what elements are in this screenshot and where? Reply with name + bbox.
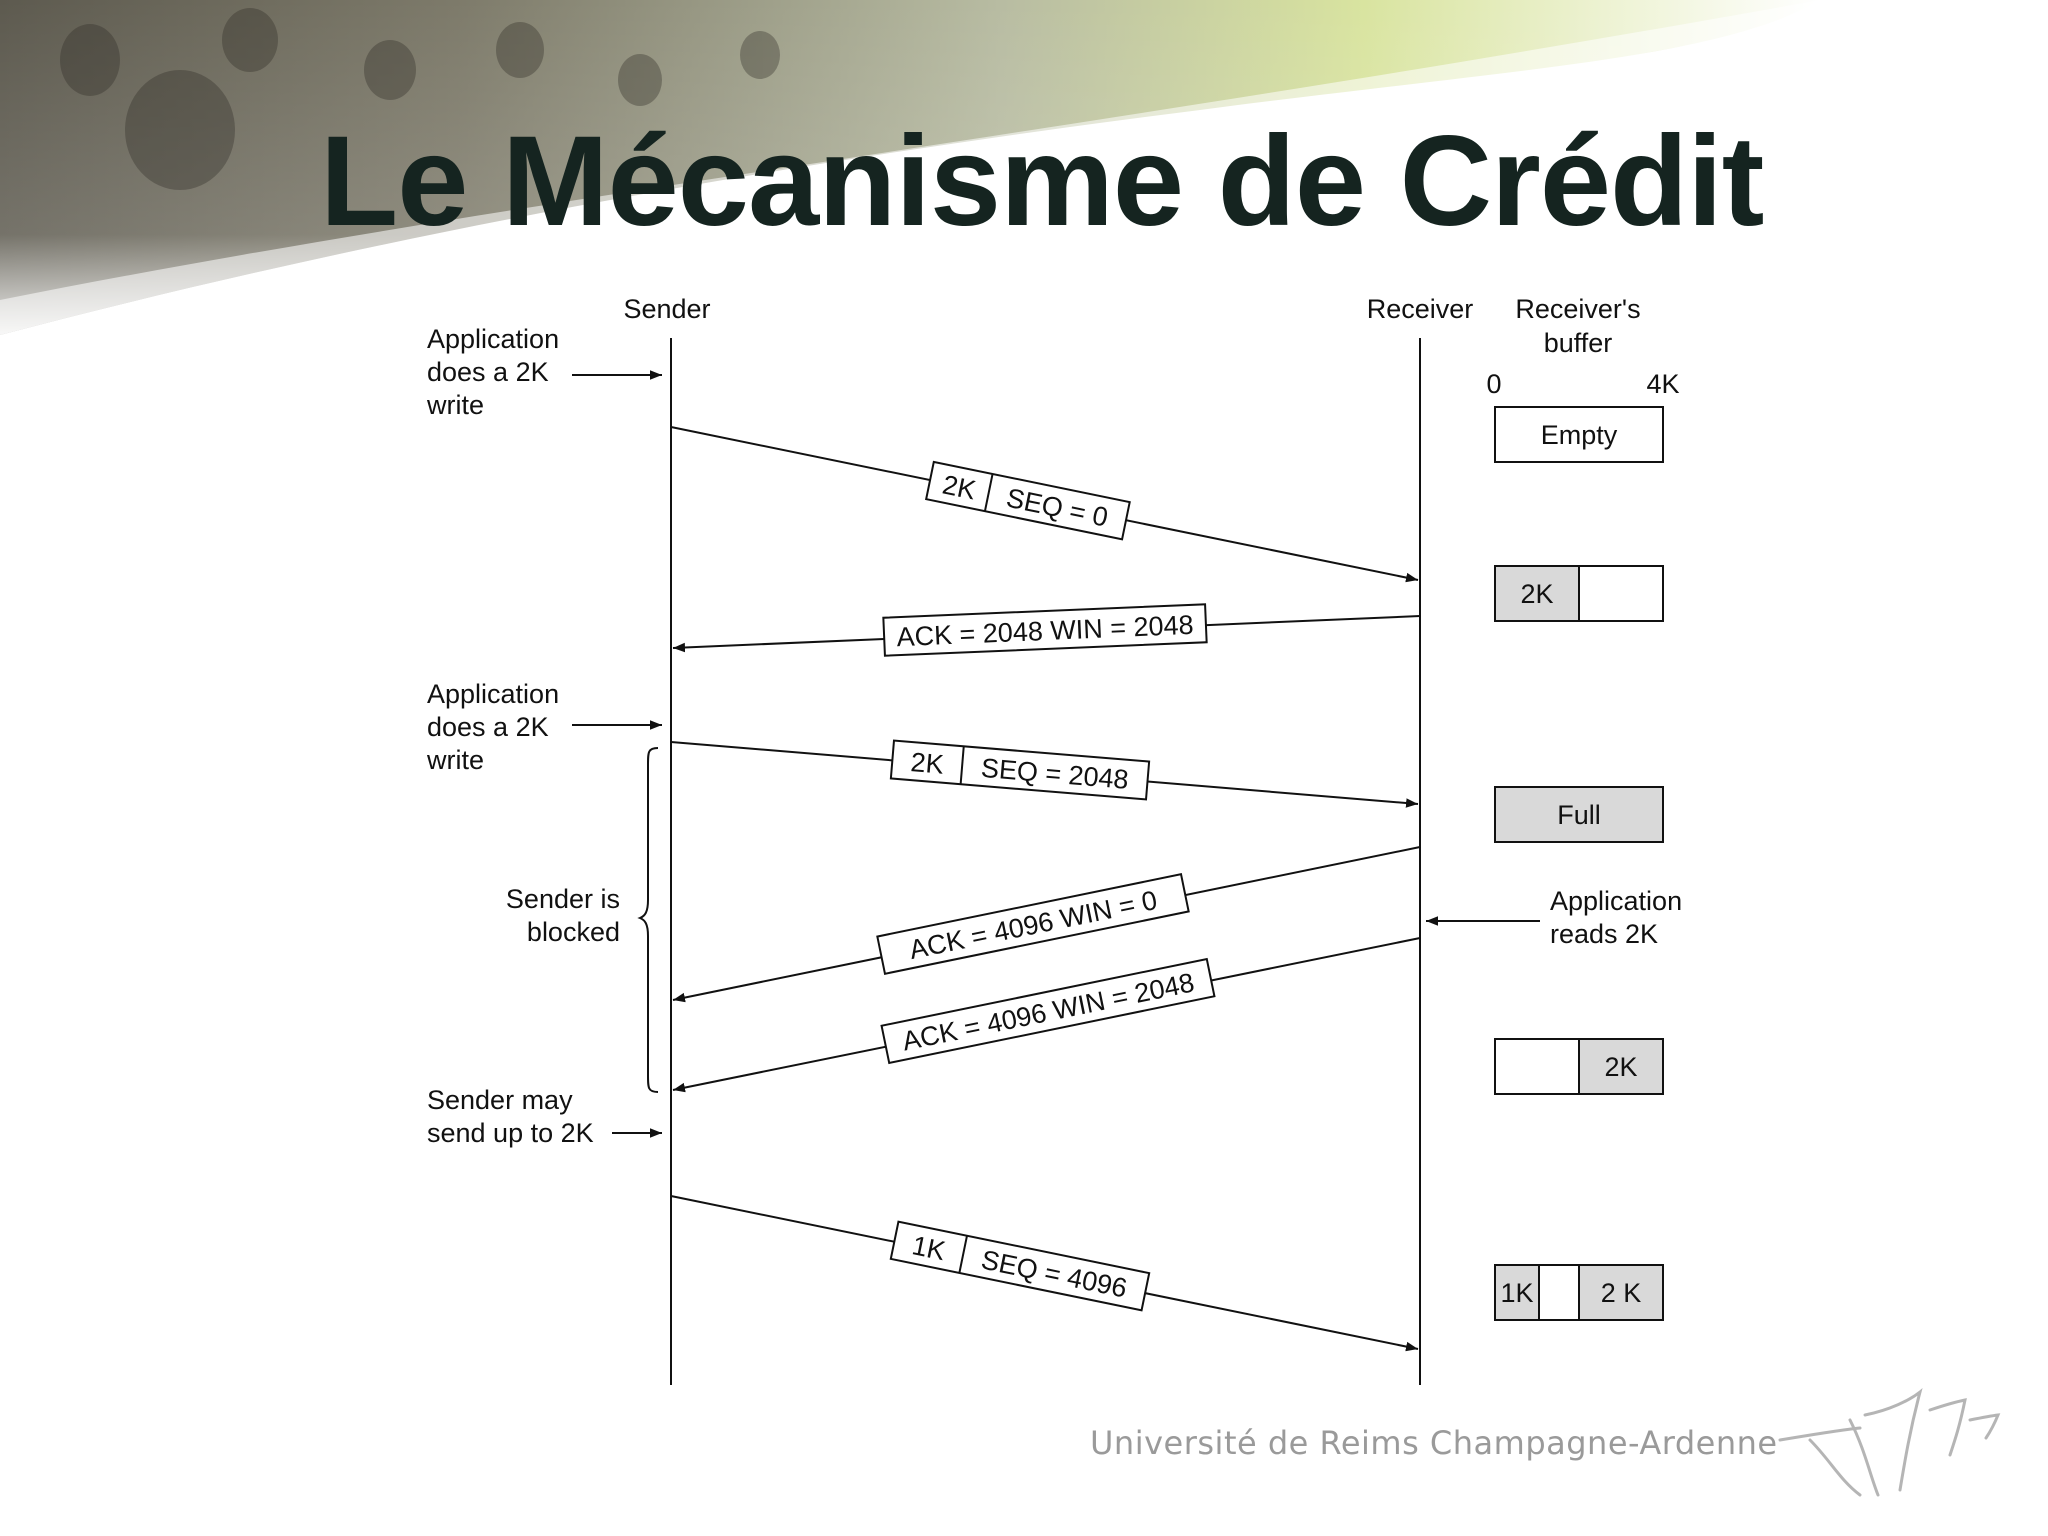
app-write-2-line3: write bbox=[426, 745, 484, 775]
buffer-full-label: Full bbox=[1557, 800, 1601, 830]
sender-blocked-line2: blocked bbox=[527, 917, 620, 947]
app-write-1-line1: Application bbox=[427, 324, 559, 354]
buffer-2k-label: 2K bbox=[1520, 579, 1553, 609]
buffer-final-1k-label: 1K bbox=[1500, 1278, 1533, 1308]
msg5-label: ACK = 4096 WIN = 2048 bbox=[880, 957, 1216, 1065]
msg1-label: 2K SEQ = 0 bbox=[924, 460, 1131, 541]
app-write-1-line3: write bbox=[426, 390, 484, 420]
buffer-scale-min: 0 bbox=[1486, 369, 1501, 399]
app-write-2-line1: Application bbox=[427, 679, 559, 709]
university-logo-icon bbox=[1778, 1387, 2001, 1497]
buffer-final-2k-label: 2 K bbox=[1601, 1278, 1642, 1308]
msg3-label: 2K SEQ = 2048 bbox=[889, 739, 1151, 801]
buffer-state-read: 2K bbox=[1494, 1038, 1664, 1095]
sender-blocked-line1: Sender is bbox=[506, 884, 620, 914]
msg1-size: 2K bbox=[940, 469, 978, 505]
buffer-state-2k: 2K bbox=[1494, 565, 1664, 622]
buffer-header-line2: buffer bbox=[1544, 328, 1613, 358]
receiver-header: Receiver bbox=[1367, 294, 1474, 324]
buffer-scale-max: 4K bbox=[1646, 369, 1679, 399]
msg6-label: 1K SEQ = 4096 bbox=[889, 1220, 1151, 1312]
msg3-size: 2K bbox=[910, 747, 945, 780]
sender-blocked-brace bbox=[637, 747, 659, 1093]
buffer-state-full: Full bbox=[1494, 786, 1664, 843]
buffer-empty-label: Empty bbox=[1541, 420, 1618, 450]
buffer-read-label: 2K bbox=[1604, 1052, 1637, 1082]
msg6-size: 1K bbox=[910, 1230, 948, 1266]
msg2-label: ACK = 2048 WIN = 2048 bbox=[882, 603, 1208, 657]
sender-header: Sender bbox=[623, 294, 710, 324]
msg4-label: ACK = 4096 WIN = 0 bbox=[876, 873, 1190, 975]
app-reads-line1: Application bbox=[1550, 886, 1682, 916]
buffer-state-empty: Empty bbox=[1494, 406, 1664, 463]
app-write-2-line2: does a 2K bbox=[427, 712, 549, 742]
buffer-state-final: 1K 2 K bbox=[1494, 1264, 1664, 1321]
sender-may-line1: Sender may bbox=[427, 1085, 573, 1115]
sender-may-line2: send up to 2K bbox=[427, 1118, 594, 1148]
classroom-photo-banner bbox=[0, 0, 1820, 340]
slide-title: Le Mécanisme de Crédit bbox=[320, 110, 1764, 253]
university-footer: Université de Reims Champagne-Ardenne bbox=[1090, 1424, 1778, 1462]
app-reads-line2: reads 2K bbox=[1550, 919, 1658, 949]
app-write-1-line2: does a 2K bbox=[427, 357, 549, 387]
buffer-header-line1: Receiver's bbox=[1515, 294, 1640, 324]
